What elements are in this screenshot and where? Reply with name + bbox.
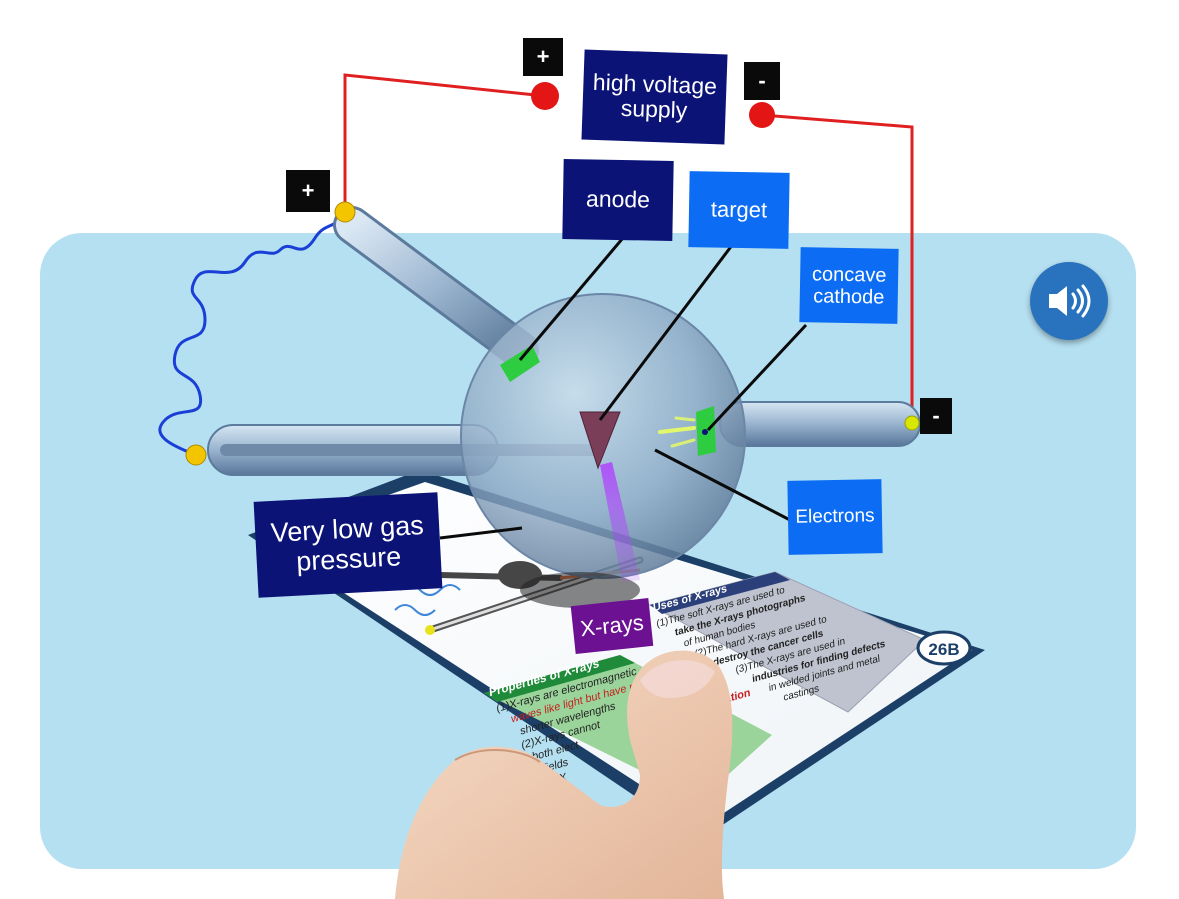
page-number-badge [916,630,972,666]
high-voltage-supply-label: high voltage supply [581,49,728,145]
anode-plus-sign: + [286,170,330,212]
filament-terminal-ball [185,444,207,466]
very-low-gas-pressure-label: Very low gas pressure [253,492,443,598]
x-rays-label: X-rays [570,598,654,654]
negative-supply-terminal [749,102,775,128]
sphere-shadow [520,572,640,608]
anode-terminal-ball [334,201,356,223]
supply-plus-sign: + [523,38,563,76]
anode-plate [500,345,540,382]
concave-cathode-label: concave cathode [799,247,899,324]
right-tube [719,401,921,447]
x-ray-beam [600,462,640,582]
cathode-minus-sign: - [920,398,952,434]
filament-coil [158,211,347,457]
positive-wire [343,73,546,212]
target-label: target [688,171,790,249]
hand-illustration [395,650,733,899]
anode-tube [333,206,539,369]
page-number: 26B [928,640,959,659]
negative-wire [761,113,914,423]
cathode-terminal-ball [904,415,920,431]
anode-label: anode [562,159,674,241]
sound-button[interactable] [1030,262,1108,340]
supply-minus-sign: - [744,62,780,100]
pointer-lines [439,231,808,540]
speaker-volume-icon [1049,284,1091,318]
electrons-label: Electrons [787,479,883,555]
positive-supply-terminal [531,82,559,110]
target-metal [579,411,621,470]
electron-beam [658,416,696,448]
